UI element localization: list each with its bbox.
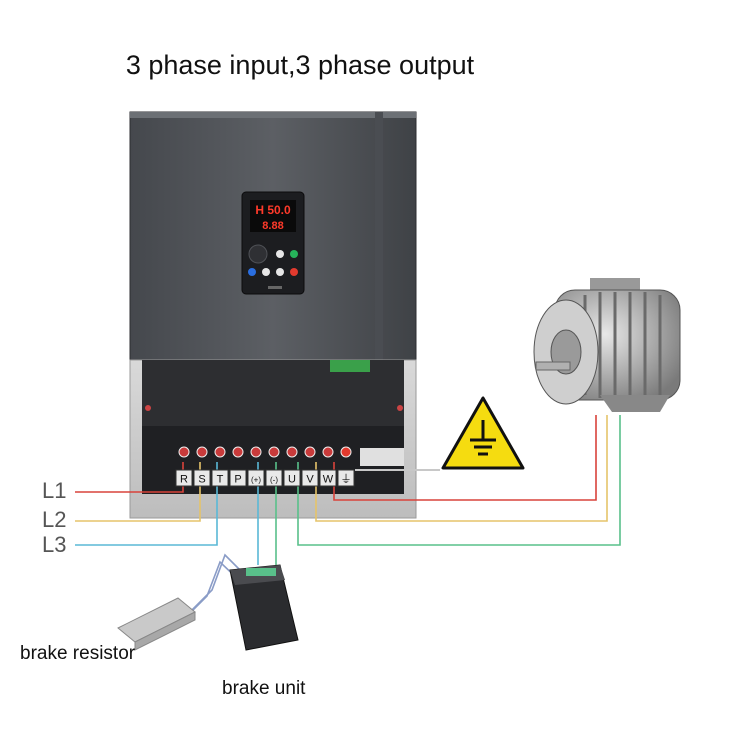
keypad-up-button <box>276 250 284 258</box>
terminal-screw <box>340 446 352 458</box>
wire-u <box>297 415 621 546</box>
wire-v <box>315 415 608 522</box>
terminal-label: V <box>306 474 314 486</box>
keypad-dial <box>248 244 268 264</box>
drive-side-rib <box>375 112 383 362</box>
terminal-cell <box>247 469 265 487</box>
terminal-screw <box>268 446 280 458</box>
terminal-cell <box>301 469 319 487</box>
terminal-label: S <box>198 474 205 486</box>
terminal-cell <box>283 469 301 487</box>
ground-bar <box>360 448 404 466</box>
input-label-l3: L3 <box>42 532 67 557</box>
brake-unit-caption: brake unit <box>222 678 306 699</box>
terminal-cell <box>319 469 337 487</box>
drive-top-edge <box>130 112 416 118</box>
terminal-screw <box>322 446 334 458</box>
terminal-cell <box>265 469 283 487</box>
motor-shaft <box>535 361 571 371</box>
terminal-label: T <box>217 474 224 486</box>
terminal-screw <box>214 446 226 458</box>
cover-screw-left <box>145 405 151 411</box>
terminal-label: R <box>180 474 188 486</box>
keypad-brand-strip <box>268 286 282 289</box>
terminal-screw <box>196 446 208 458</box>
terminal-screw <box>250 446 262 458</box>
terminal-cell <box>211 469 229 487</box>
terminal-screw <box>178 446 190 458</box>
terminal-screw <box>232 446 244 458</box>
keypad-mode-button <box>248 268 256 276</box>
terminal-cell <box>337 469 355 487</box>
terminal-cell <box>229 469 247 487</box>
terminal-screw <box>304 446 316 458</box>
terminal-cell <box>193 469 211 487</box>
terminal-cell <box>175 469 193 487</box>
brake-resistor <box>117 597 196 651</box>
input-label-l2: L2 <box>42 507 67 532</box>
wire-l3 <box>75 462 218 546</box>
brake-resistor-caption: brake resistor <box>20 643 136 664</box>
display-bottom-text: 8.88 <box>262 220 283 232</box>
display-top-text: H 50.0 <box>255 203 291 217</box>
keypad-run-button <box>290 250 298 258</box>
control-terminal-block <box>330 360 370 372</box>
ground-warning-icon <box>441 396 525 470</box>
terminal-label: U <box>288 474 296 486</box>
terminal-label: P <box>234 474 241 486</box>
keypad-left-button <box>262 268 270 276</box>
terminal-label: ⏚ <box>341 473 352 486</box>
brake-unit <box>229 564 299 651</box>
keypad-stop-button <box>290 268 298 276</box>
terminal-label: W <box>323 474 334 486</box>
cover-screw-right <box>397 405 403 411</box>
keypad-down-button <box>276 268 284 276</box>
terminal-screw <box>286 446 298 458</box>
brake-unit-terminals <box>246 568 276 576</box>
terminal-label: (-) <box>270 476 278 485</box>
diagram-title: 3 phase input,3 phase output <box>125 50 475 80</box>
keypad-display <box>250 200 296 232</box>
motor-foot <box>600 395 670 412</box>
terminal-label: (+) <box>251 476 261 485</box>
input-label-l1: L1 <box>42 478 67 503</box>
motor-icon <box>533 278 681 412</box>
